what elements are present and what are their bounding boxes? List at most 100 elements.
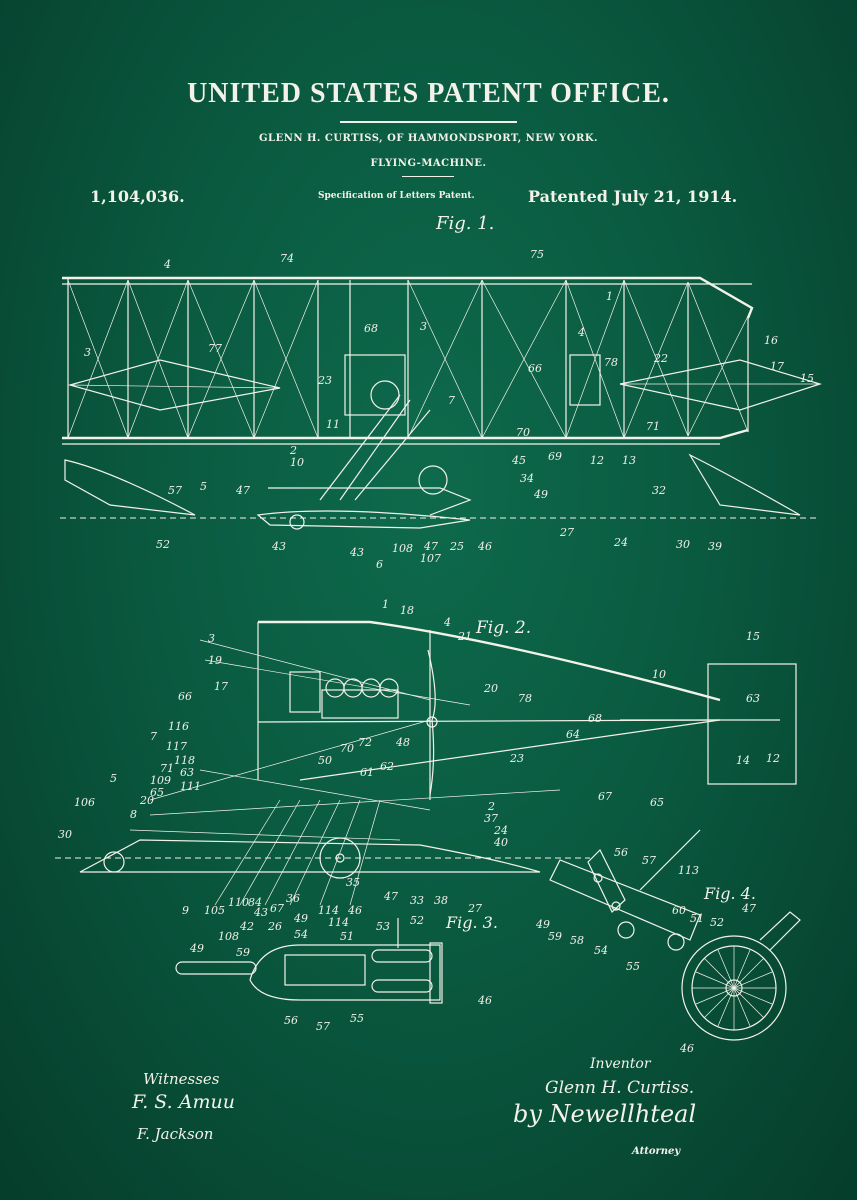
- reference-numeral: 62: [380, 760, 394, 773]
- patent-office-title: UNITED STATES PATENT OFFICE.: [187, 78, 670, 109]
- reference-numeral: 52: [410, 914, 424, 927]
- reference-numeral: 64: [566, 728, 580, 741]
- reference-numeral: 4: [163, 258, 171, 271]
- reference-numeral: 65: [650, 796, 664, 809]
- reference-numeral: 47: [423, 540, 438, 553]
- reference-numeral: 1: [382, 598, 389, 611]
- reference-numeral: 27: [559, 526, 574, 539]
- reference-numeral: 46: [679, 1042, 694, 1055]
- reference-numeral: 27: [467, 902, 482, 915]
- reference-numeral: 78: [604, 356, 618, 369]
- reference-numeral: 15: [746, 630, 760, 643]
- reference-numeral: 57: [168, 484, 182, 497]
- reference-numeral: 70: [516, 426, 530, 439]
- reference-numeral: 46: [347, 904, 362, 917]
- reference-numeral: 32: [652, 484, 666, 497]
- reference-numeral: 66: [178, 690, 192, 703]
- reference-numeral: 5: [200, 480, 207, 493]
- fig1-label: Fig. 1.: [436, 213, 495, 234]
- fig4-label: Fig. 4.: [704, 884, 756, 903]
- reference-numeral: 6: [376, 558, 383, 571]
- reference-numeral: 23: [509, 752, 524, 765]
- reference-numeral: 57: [316, 1020, 330, 1033]
- reference-numeral: 60: [672, 904, 686, 917]
- witnesses-label: Witnesses: [143, 1070, 220, 1088]
- reference-numeral: 14: [736, 754, 750, 767]
- reference-numeral: 25: [449, 540, 464, 553]
- reference-numeral: 43: [253, 906, 268, 919]
- fig3-label: Fig. 3.: [446, 913, 498, 932]
- reference-numeral: 59: [236, 946, 250, 959]
- reference-numeral: 71: [160, 762, 174, 775]
- reference-numeral: 68: [588, 712, 602, 725]
- reference-numeral: 114: [318, 904, 339, 917]
- reference-numeral: 71: [646, 420, 660, 433]
- reference-numeral: 47: [741, 902, 756, 915]
- reference-numeral: 3: [84, 346, 91, 359]
- reference-numeral: 56: [614, 846, 628, 859]
- reference-numeral: 52: [156, 538, 170, 551]
- reference-numeral: 67: [598, 790, 612, 803]
- reference-numeral: 118: [174, 754, 195, 767]
- reference-numeral: 24: [493, 824, 508, 837]
- reference-numeral: 63: [746, 692, 760, 705]
- reference-numeral: 69: [548, 450, 562, 463]
- reference-numeral: 4: [577, 326, 585, 339]
- reference-numeral: 9: [182, 904, 189, 917]
- reference-numeral: 105: [204, 904, 225, 917]
- reference-numeral: 12: [766, 752, 780, 765]
- reference-numeral: 21: [457, 630, 472, 643]
- reference-numeral: 108: [218, 930, 239, 943]
- reference-numeral: 36: [286, 892, 300, 905]
- reference-numeral: 63: [180, 766, 194, 779]
- reference-numeral: 46: [477, 994, 492, 1007]
- reference-numeral: 13: [622, 454, 636, 467]
- reference-numeral: 37: [484, 812, 498, 825]
- reference-numeral: 54: [294, 928, 308, 941]
- reference-numeral: 49: [293, 912, 308, 925]
- reference-numeral: 52: [710, 916, 724, 929]
- subject-underline: [402, 176, 454, 177]
- reference-numeral: 50: [318, 754, 332, 767]
- reference-numeral: 20: [139, 794, 154, 807]
- reference-numeral: 116: [168, 720, 189, 733]
- reference-numeral: 5: [110, 772, 117, 785]
- reference-numeral: 72: [358, 736, 372, 749]
- inventor-label: Inventor: [590, 1056, 651, 1072]
- reference-numeral: 46: [477, 540, 492, 553]
- reference-numeral: 42: [239, 920, 254, 933]
- reference-numeral: 48: [395, 736, 410, 749]
- reference-numeral: 16: [764, 334, 778, 347]
- reference-numeral: 1: [606, 290, 613, 303]
- reference-numeral: 40: [493, 836, 508, 849]
- reference-numeral: 51: [340, 930, 354, 943]
- reference-numeral: 113: [678, 864, 699, 877]
- reference-numeral: 8: [130, 808, 137, 821]
- reference-numeral: 7: [448, 394, 455, 407]
- reference-numeral: 109: [150, 774, 171, 787]
- reference-numeral: 84: [248, 896, 262, 909]
- title-underline: [340, 121, 517, 123]
- reference-numeral: 49: [189, 942, 204, 955]
- reference-numeral: 108: [392, 542, 413, 555]
- reference-numeral: 67: [270, 902, 284, 915]
- spec-label: Specification of Letters Patent.: [318, 191, 475, 201]
- reference-numeral: 18: [400, 604, 414, 617]
- subject-heading: FLYING-MACHINE.: [370, 158, 487, 169]
- reference-numeral: 51: [690, 912, 704, 925]
- attorney-label: Attorney: [632, 1146, 681, 1157]
- witness2-signature: F. Jackson: [137, 1125, 214, 1143]
- reference-numeral: 2: [487, 800, 495, 813]
- reference-numeral: 43: [271, 540, 286, 553]
- reference-numeral: 38: [434, 894, 448, 907]
- reference-numeral: 77: [208, 342, 222, 355]
- reference-numeral: 33: [410, 894, 424, 907]
- reference-numeral: 47: [235, 484, 250, 497]
